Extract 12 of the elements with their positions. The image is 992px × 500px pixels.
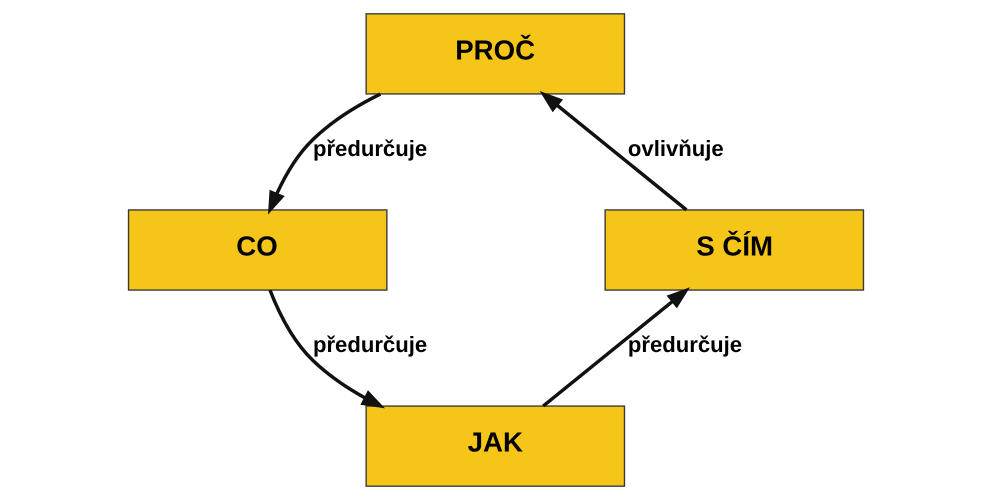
arrow [268, 92, 382, 215]
arrow [542, 287, 690, 408]
edge-label: ovlivňuje [628, 136, 724, 161]
edge-label: předurčuje [312, 136, 428, 161]
arrow [268, 290, 386, 408]
edge-label: předurčuje [312, 332, 428, 357]
edge-label: předurčuje [628, 332, 742, 357]
node-box: PROČ [365, 13, 626, 95]
node-box: CO [128, 209, 388, 291]
arrow [540, 91, 688, 212]
node-box: JAK [365, 405, 626, 487]
node-box: S ČÍM [604, 209, 864, 291]
